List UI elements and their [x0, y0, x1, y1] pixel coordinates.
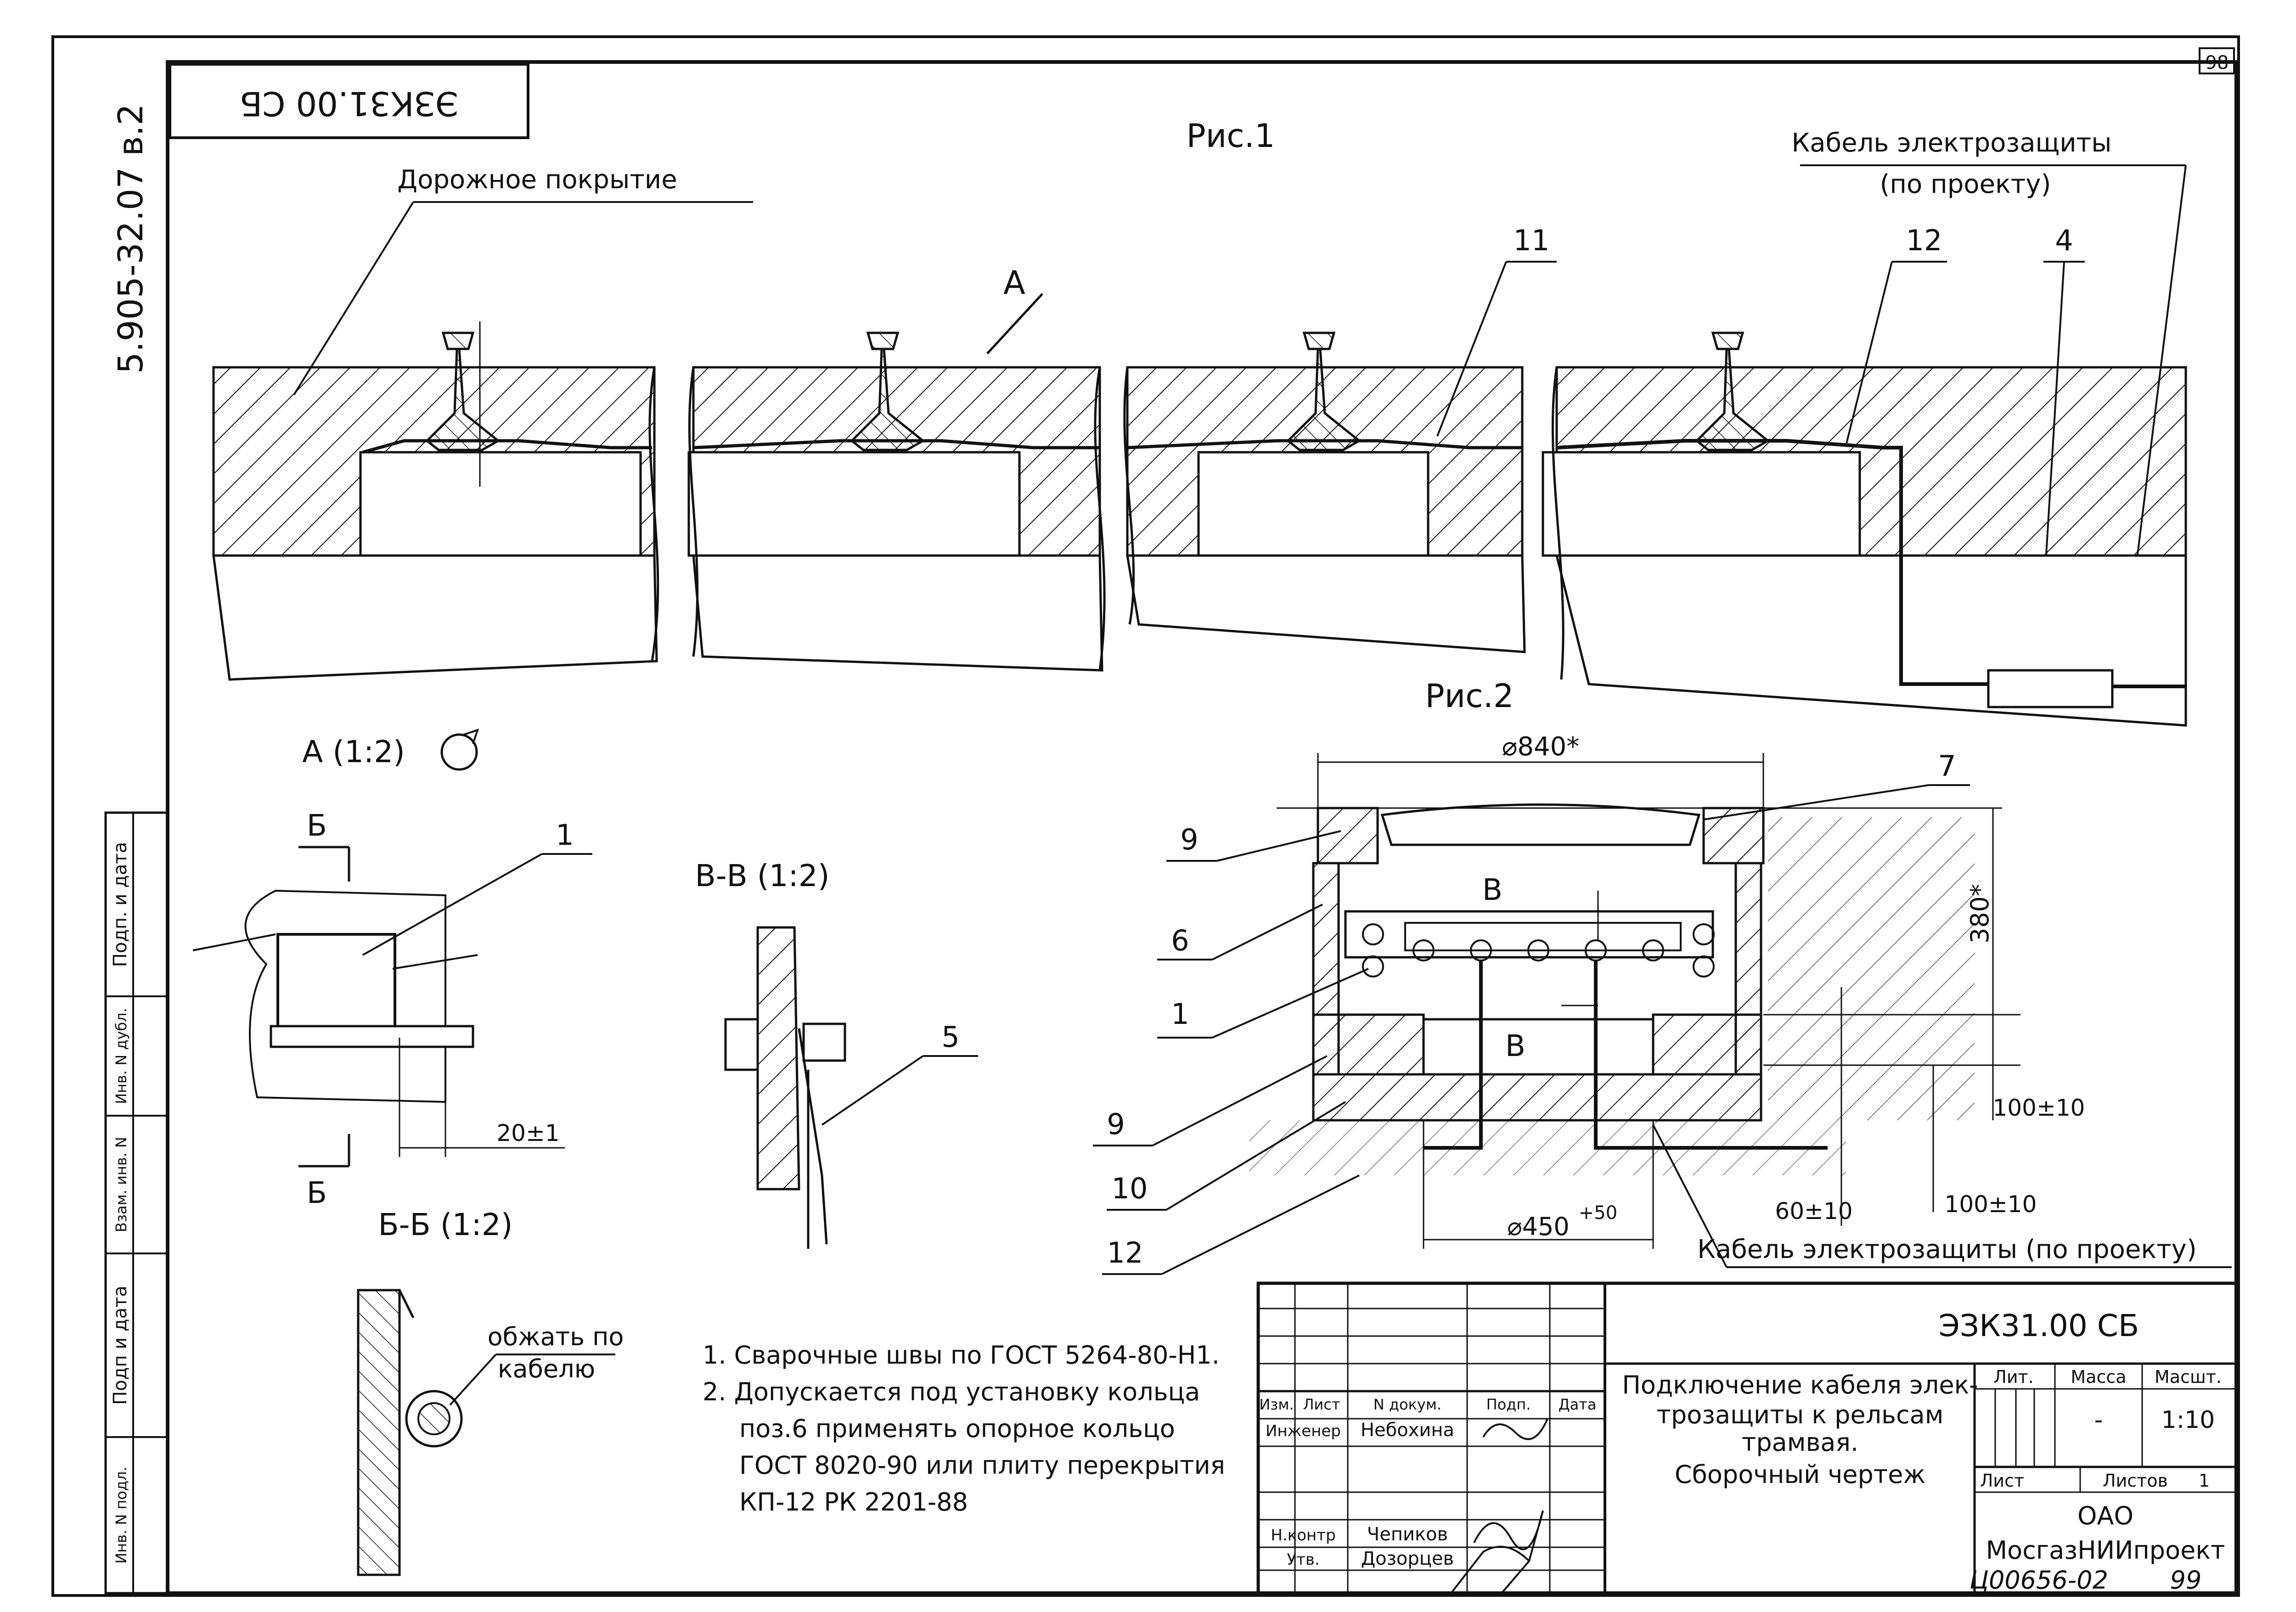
fig2-section-b-top: В — [1482, 873, 1503, 907]
tb-title-1: Подключение кабеля элек- — [1622, 1370, 1978, 1399]
tb-code: ЭЗК31.00 СБ — [1939, 1308, 2139, 1343]
page-number: 98 — [2206, 52, 2229, 73]
fig2-dim-60: 60±10 — [1775, 1198, 1852, 1224]
fig1-segment-1 — [212, 321, 659, 681]
detail-a-callout-1: 1 — [556, 818, 574, 852]
fig2-callout-7: 7 — [1938, 749, 1956, 783]
fig2-dim-100a: 100±10 — [1993, 1095, 2085, 1121]
tb-lit-label: Лит. — [1993, 1367, 2034, 1387]
note-2: 2. Допускается под установку кольца — [703, 1377, 1200, 1406]
tb-col-izm: Изм. — [1259, 1396, 1294, 1413]
fig2-callout-10: 10 — [1112, 1172, 1148, 1205]
rotation-icon — [440, 733, 478, 771]
stamp-label-5: Инв. N подл. — [113, 1466, 130, 1563]
tb-col-sign: Подп. — [1486, 1396, 1531, 1413]
fig1-segment-4 — [1542, 331, 2187, 727]
stamp-label-3: Взам. инв. N — [113, 1137, 130, 1232]
tb-role-3: Утв. — [1287, 1550, 1319, 1569]
fig1-callout-4: 4 — [2055, 224, 2073, 257]
signature-2 — [1473, 1510, 1544, 1561]
note-2-cont1: поз.6 применять опорное кольцо — [739, 1414, 1175, 1443]
tb-mass-value: - — [2094, 1406, 2103, 1434]
signature-1 — [1482, 1418, 1548, 1440]
tb-scale-label: Масшт. — [2155, 1367, 2222, 1387]
fig1-part-4-box — [1987, 669, 2114, 708]
outer-frame — [51, 35, 2240, 1597]
fig2-dim-height: 380* — [1965, 884, 1994, 944]
tb-org-2: МосгазНИИпроект — [1986, 1536, 2225, 1565]
tb-col-date: Дата — [1559, 1396, 1597, 1413]
tb-title-3: трамвая. — [1742, 1428, 1858, 1457]
rotated-code-box — [169, 63, 529, 139]
tb-scale-value: 1:10 — [2161, 1406, 2215, 1434]
fig2-dim-outer: ⌀840* — [1502, 732, 1580, 762]
fig2-callout-6: 6 — [1171, 924, 1189, 957]
notes-block: 1. Сварочные швы по ГОСТ 5264-80-Н1. 2. … — [703, 1341, 1225, 1517]
detail-vv-callout-5: 5 — [941, 1020, 959, 1054]
fig2-dim-inner: ⌀450 — [1507, 1212, 1570, 1241]
tb-role-1: Инженер — [1266, 1422, 1341, 1440]
detail-bb-note-1: обжать по — [488, 1322, 624, 1351]
fig1-callout-11: 11 — [1514, 224, 1550, 257]
note-1: 1. Сварочные швы по ГОСТ 5264-80-Н1. — [703, 1341, 1220, 1370]
tb-mass-label: Масса — [2071, 1367, 2126, 1387]
fig1-segment-2 — [687, 331, 1106, 672]
rotated-doc-code: ЭЗК31.00 СБ — [240, 84, 458, 123]
detail-a-cut-bottom: Б — [307, 1176, 327, 1210]
tb-sheet-label: Лист — [1980, 1471, 2024, 1491]
tb-sheets-value: 1 — [2199, 1471, 2210, 1491]
stamp-label-1: Подп. и дата — [110, 842, 131, 967]
fig2-cable-label: Кабель электрозащиты (по проекту) — [1697, 1235, 2197, 1264]
stamp-label-4: Подп и дата — [110, 1286, 131, 1405]
tb-sheets-label: Листов — [2103, 1471, 2168, 1491]
detail-bb-note-2: кабелю — [498, 1354, 595, 1383]
tb-col-doc: N докум. — [1373, 1396, 1441, 1413]
tb-title-2: трозащиты к рельсам — [1657, 1400, 1944, 1429]
fig1-cable-label: Кабель электрозащиты — [1792, 128, 2112, 158]
tb-name-2: Чепиков — [1367, 1524, 1448, 1545]
note-2-cont2: ГОСТ 8020-90 или плиту перекрытия — [739, 1451, 1225, 1480]
fig1-callout-12: 12 — [1906, 224, 1942, 257]
fig1-cable-sub: (по проекту) — [1880, 169, 2051, 199]
page-number-box — [2199, 47, 2235, 74]
fig2-callout-12: 12 — [1107, 1236, 1143, 1269]
fig1-segment-3 — [1123, 331, 1526, 653]
note-2-cont3: КП-12 РК 2201-88 — [739, 1488, 968, 1517]
fig2-callout-9a: 9 — [1180, 823, 1198, 856]
detail-a-title: А (1:2) — [302, 734, 405, 769]
tb-name-3: Дозорцев — [1361, 1548, 1454, 1569]
left-stamp: Подп. и дата Инв. N дубл. Взам. инв. N П… — [104, 811, 169, 1595]
signature-3 — [1450, 1545, 1531, 1594]
tb-col-list: Лист — [1303, 1396, 1340, 1413]
tb-name-1: Небохина — [1361, 1420, 1454, 1441]
tb-archive-number: Ц00656-02 — [1970, 1566, 2108, 1595]
fig2-callout-1: 1 — [1171, 997, 1189, 1031]
fig2-section-b-bottom: В — [1505, 1029, 1525, 1063]
series-code: 5.905-32.07 в.2 — [111, 104, 151, 374]
tb-org-1: ОАО — [2077, 1501, 2133, 1530]
title-block: Изм. Лист N докум. Подп. Дата Инженер Не… — [1256, 1281, 2238, 1595]
detail-a-dim: 20±1 — [496, 1120, 559, 1146]
tb-role-2: Н.контр — [1271, 1526, 1335, 1545]
fig2-dim-inner-tol: +50 — [1579, 1202, 1617, 1224]
fig2-callout-9b: 9 — [1107, 1107, 1125, 1141]
fig1-view-a: А — [1003, 264, 1025, 302]
detail-vv-title: В-В (1:2) — [695, 858, 829, 893]
tb-archive-sheet: 99 — [2170, 1566, 2202, 1595]
detail-a-cut-top: Б — [307, 809, 327, 843]
fig2-dim-100b: 100±10 — [1945, 1191, 2037, 1218]
fig2-title: Рис.2 — [1425, 677, 1514, 715]
detail-bb-title: Б-Б (1:2) — [378, 1207, 512, 1242]
fig1-title: Рис.1 — [1187, 117, 1275, 155]
stamp-label-2: Инв. N дубл. — [113, 1008, 130, 1104]
fig1-road-label: Дорожное покрытие — [397, 165, 677, 195]
tb-title-4: Сборочный чертеж — [1675, 1460, 1925, 1489]
